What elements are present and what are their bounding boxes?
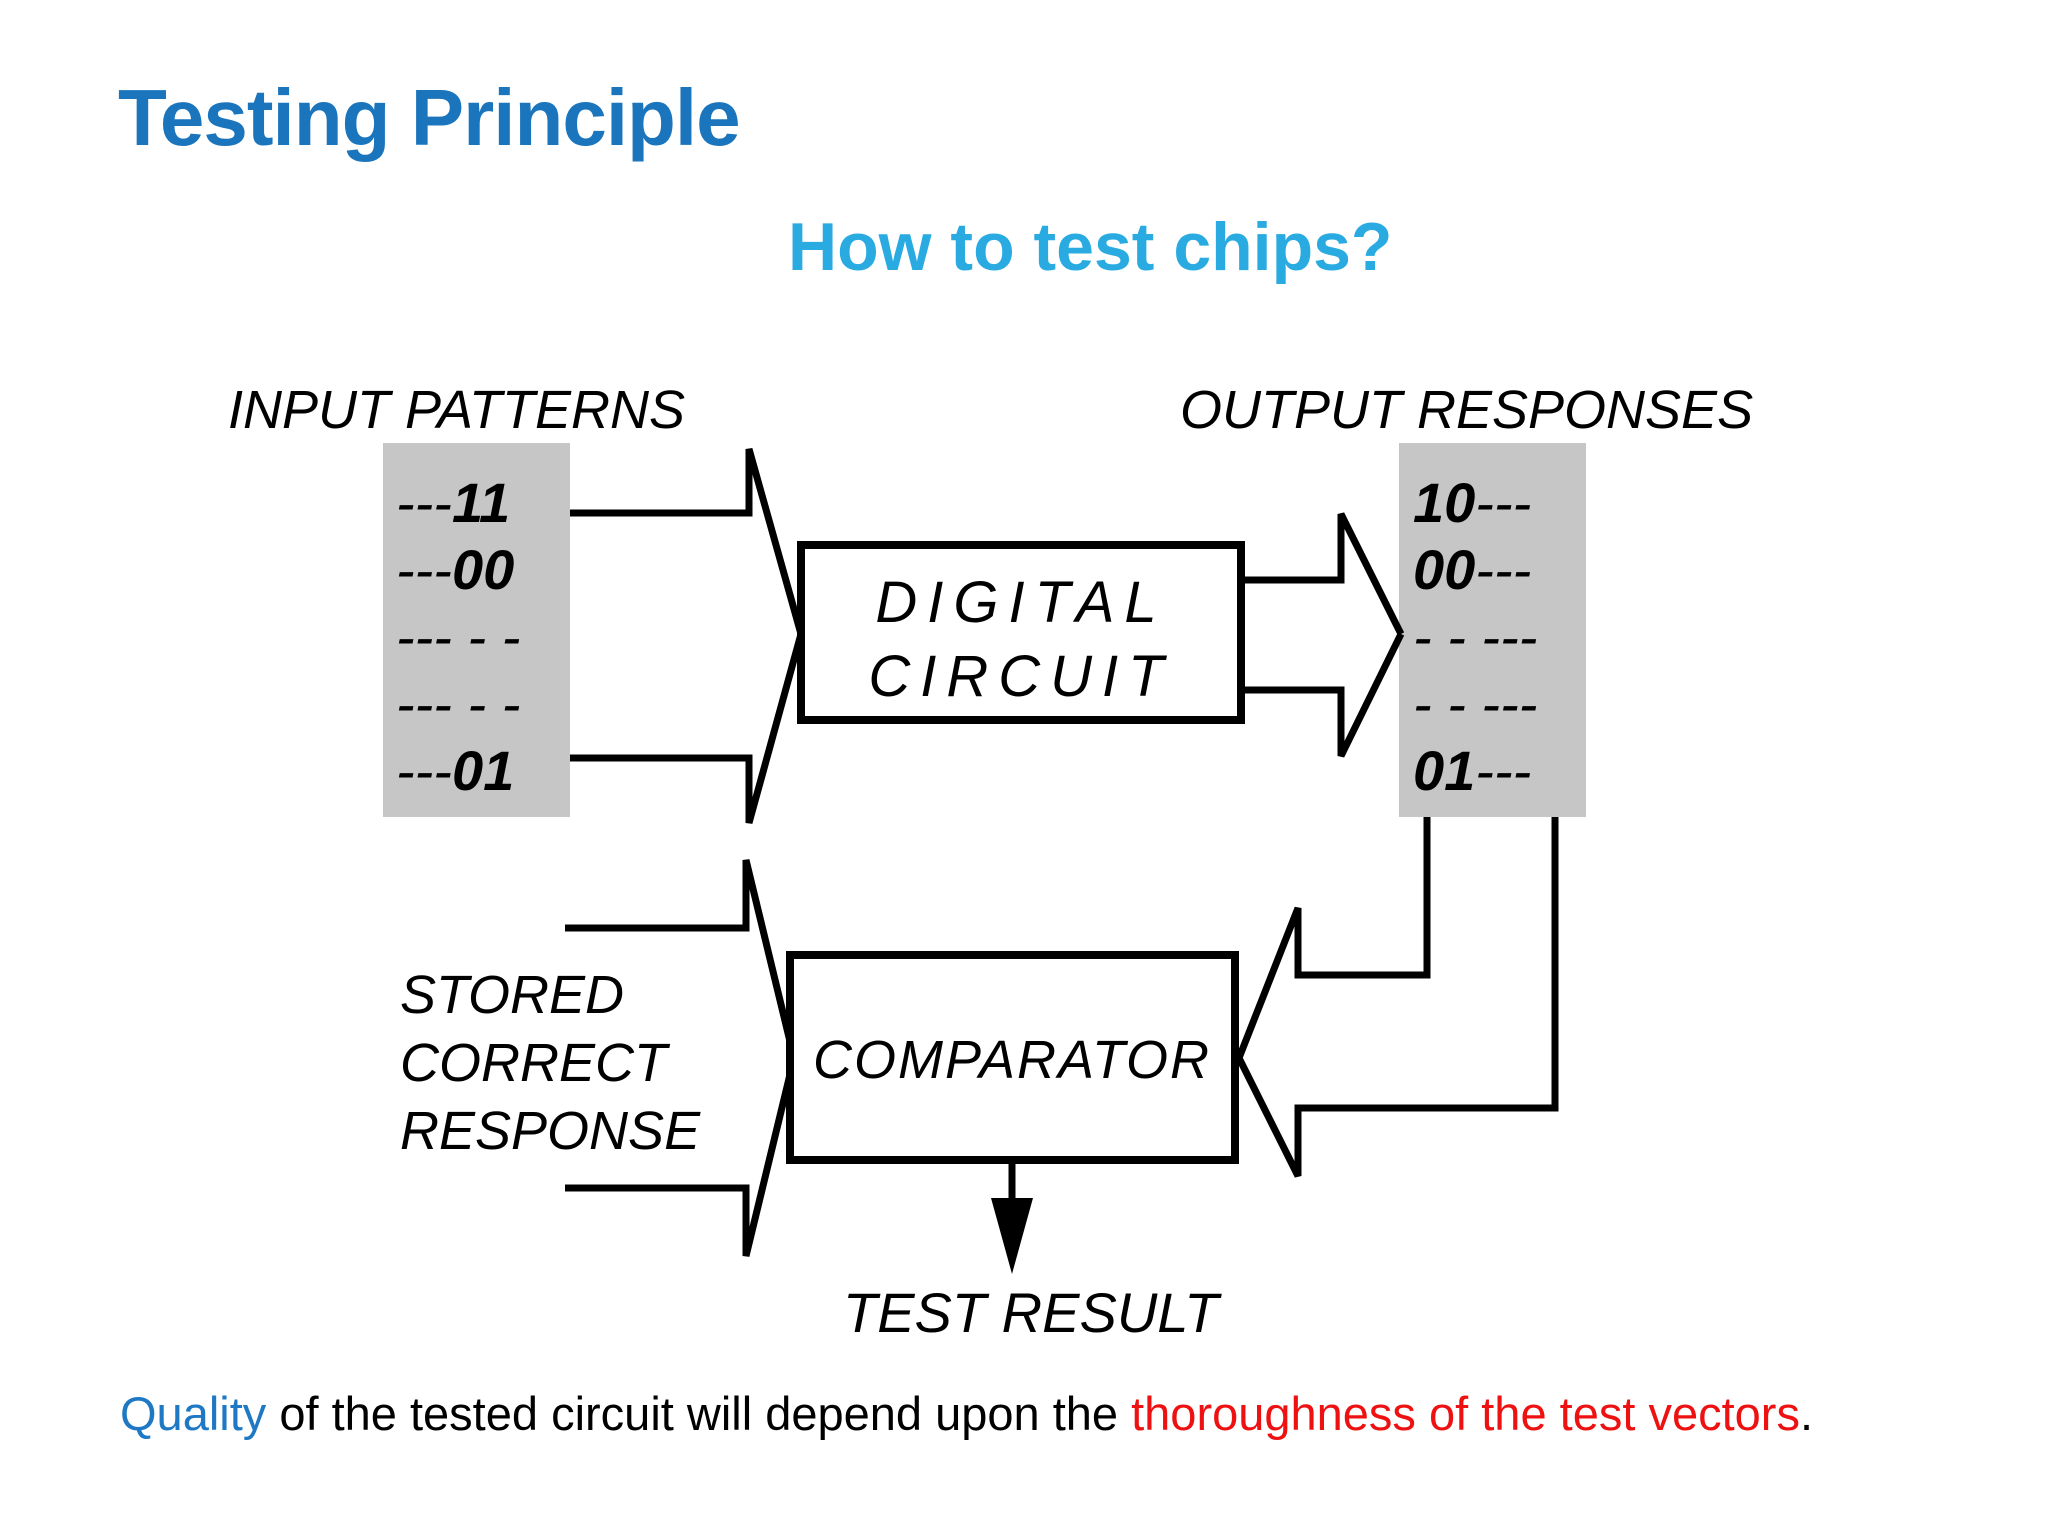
output-row-4: - - --- <box>1413 672 1537 735</box>
stored-label-line1: STORED <box>400 965 624 1025</box>
output-row-5: 01--- <box>1413 739 1531 802</box>
footer-sentence: Quality of the tested circuit will depen… <box>120 1386 1813 1441</box>
stored-arrow-top <box>565 859 798 1059</box>
footer-red-text: thoroughness of the test vectors <box>1131 1387 1800 1440</box>
comparator-label: COMPARATOR <box>813 1030 1211 1090</box>
digital-circuit-box <box>797 541 1245 724</box>
response-feedback-line-right <box>1235 817 1559 1178</box>
test-result-label: TEST RESULT <box>843 1281 1222 1344</box>
input-row-1: ---11 <box>396 471 510 534</box>
footer-middle-text: of the tested circuit will depend upon t… <box>266 1387 1132 1440</box>
test-result-arrowhead-icon <box>991 1198 1033 1274</box>
output-row-3: - - --- <box>1413 605 1537 668</box>
input-arrow-bottom <box>570 633 805 824</box>
output-responses-box <box>1399 443 1586 817</box>
footer-period: . <box>1799 1387 1814 1440</box>
input-row-5: ---01 <box>396 739 514 802</box>
digital-circuit-label-line1: DIGITAL <box>875 570 1166 635</box>
stored-label-line2: CORRECT <box>400 1033 671 1093</box>
page-title: Testing Principle <box>118 73 741 162</box>
output-row-2: 00--- <box>1413 538 1531 601</box>
input-patterns-label: INPUT PATTERNS <box>228 380 685 440</box>
input-row-3: --- - - <box>396 605 520 668</box>
output-responses-label: OUTPUT RESPONSES <box>1180 380 1753 440</box>
input-row-2: ---00 <box>396 538 514 601</box>
stored-label-line3: RESPONSE <box>400 1101 701 1161</box>
input-patterns-box <box>383 443 570 817</box>
input-arrow-top <box>570 448 805 635</box>
output-arrow-top <box>1241 512 1405 636</box>
response-feedback-line-left <box>1235 817 1431 1060</box>
stored-arrow-bottom <box>565 1057 798 1257</box>
output-row-1: 10--- <box>1413 471 1531 534</box>
output-arrow-bottom <box>1241 632 1405 758</box>
slide-subtitle: How to test chips? <box>788 209 1393 285</box>
input-row-4: --- - - <box>396 672 520 735</box>
footer-quality-word: Quality <box>120 1387 267 1440</box>
digital-circuit-label-line2: CIRCUIT <box>868 644 1173 709</box>
